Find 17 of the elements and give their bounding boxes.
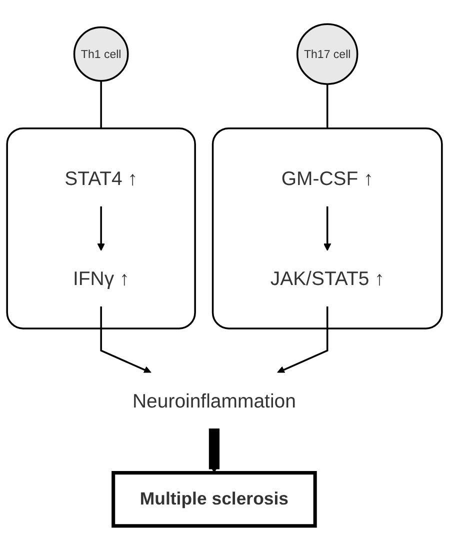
- arrow: [323, 206, 332, 251]
- node-circle: Th1 cell: [73, 26, 129, 82]
- connector: [326, 84, 328, 128]
- node-circle: Th17 cell: [296, 23, 358, 85]
- arrow: [208, 428, 220, 474]
- node-text: IFNγ ↑: [72, 267, 130, 290]
- node-box: Multiple sclerosis: [112, 471, 317, 528]
- node-text: STAT4 ↑: [64, 167, 138, 190]
- arrow: [276, 306, 328, 374]
- node-text: JAK/STAT5 ↑: [270, 267, 384, 290]
- arrow: [100, 306, 152, 374]
- node-text: GM-CSF ↑: [281, 167, 374, 190]
- connector: [100, 80, 102, 128]
- cluster: [6, 127, 196, 330]
- node-text: Neuroinflammation: [132, 390, 296, 412]
- cluster: [212, 127, 443, 330]
- arrow: [97, 206, 105, 251]
